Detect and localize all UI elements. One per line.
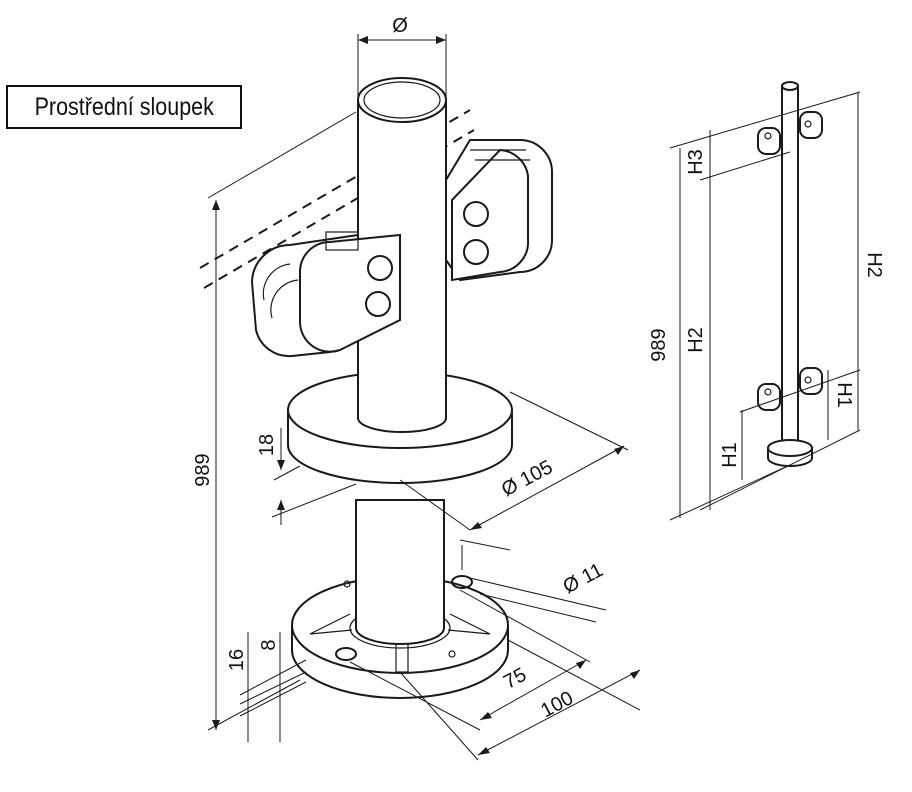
glass-clamp-left: [250, 231, 401, 358]
title-box: Prostřední sloupek: [6, 85, 242, 129]
side-label-h2-left: H2: [685, 327, 707, 353]
side-view-dimensions: 989 H3 H2 H1 H2 H1: [648, 91, 885, 521]
label-flange-diameter: Ø 105: [498, 456, 556, 501]
upper-post: [357, 77, 447, 433]
label-plate-height: 16: [226, 649, 248, 671]
dim-flange-height: 18: [256, 428, 357, 525]
side-label-h1-left: H1: [719, 442, 741, 468]
diagram-title: Prostřední sloupek: [34, 92, 214, 121]
side-label-h2-right: H2: [863, 252, 885, 278]
label-diameter: Ø: [392, 15, 408, 37]
label-plate-thickness: 8: [258, 639, 280, 650]
mount-hole-left: [335, 647, 357, 661]
side-view-post: [757, 81, 823, 467]
label-flange-height: 18: [256, 434, 278, 456]
mount-hole-right: [451, 575, 473, 589]
side-label-h1-right: H1: [833, 382, 855, 408]
label-hole-spacing: 75: [500, 664, 530, 694]
dim-plate-heights: 16 8: [226, 632, 307, 742]
side-label-total-height: 989: [648, 328, 670, 361]
label-plate-width: 100: [537, 687, 577, 722]
label-total-height: 989: [192, 453, 214, 486]
dim-total-height: 989: [192, 111, 357, 731]
glass-clamp-right: [445, 139, 553, 282]
label-hole-diameter: Ø 11: [560, 559, 607, 598]
dim-top-diameter: Ø: [357, 15, 447, 96]
lower-post: [355, 499, 445, 645]
side-label-h3: H3: [685, 149, 707, 175]
